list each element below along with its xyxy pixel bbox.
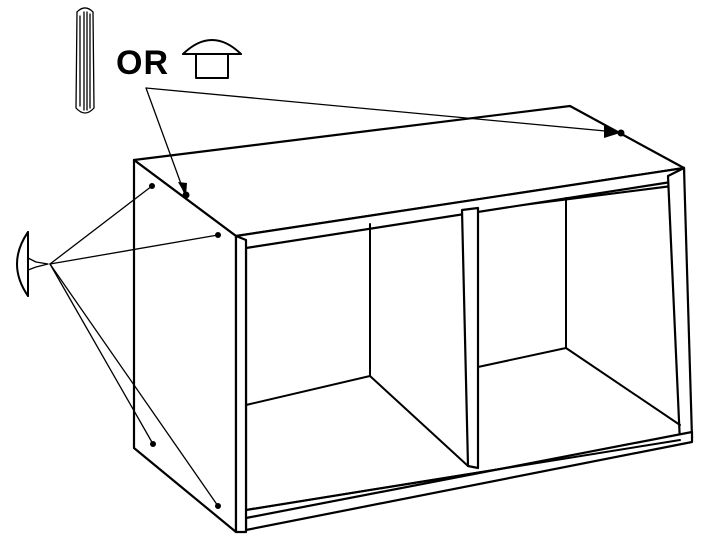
wooden-dowel-icon — [75, 7, 95, 114]
leader-lines — [49, 87, 620, 507]
or-label: OR — [116, 44, 169, 82]
push-pin-icon — [16, 231, 49, 297]
left-side-front-edge — [234, 234, 248, 534]
center-divider — [460, 206, 480, 470]
hole-top-right — [617, 129, 625, 137]
cabinet — [132, 104, 694, 534]
cap-plug-icon — [182, 39, 242, 79]
